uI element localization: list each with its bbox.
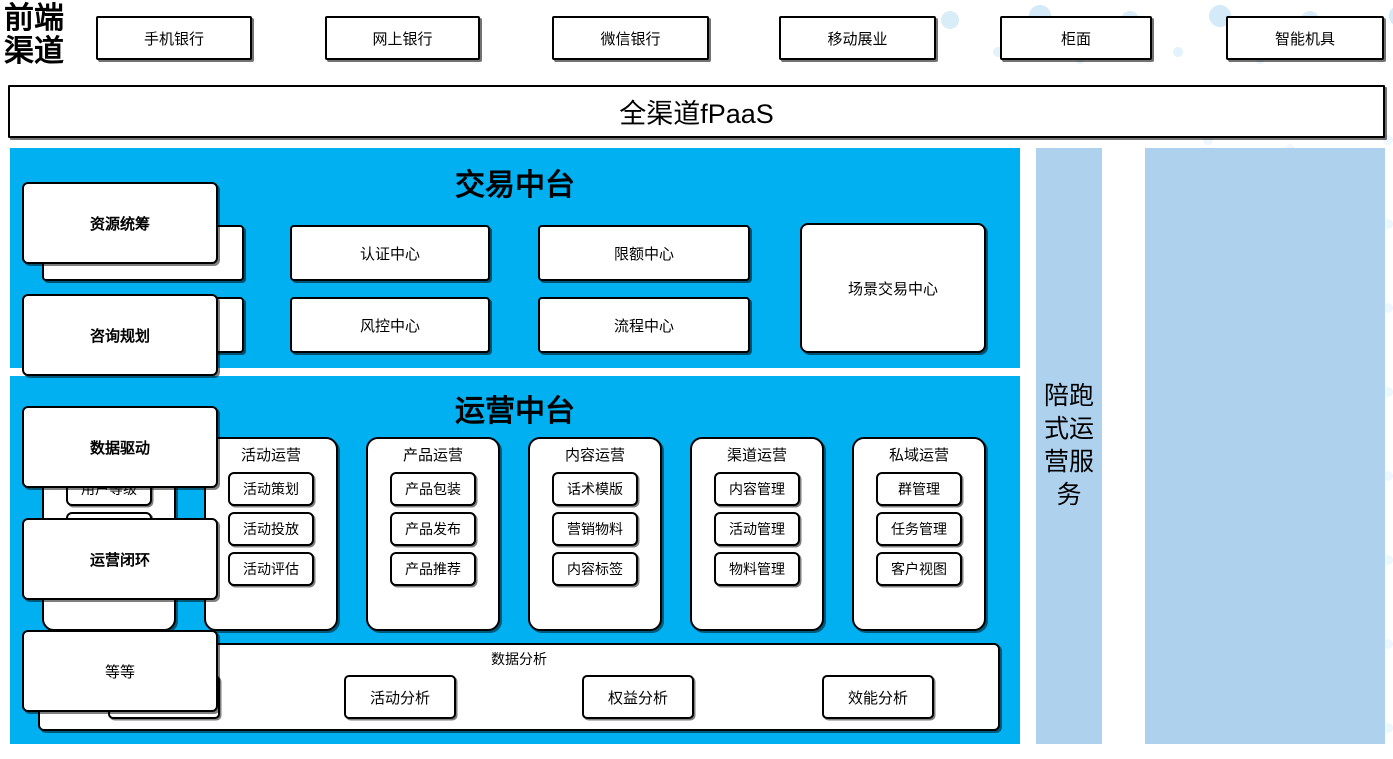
service-card-consulting-planning[interactable]: 咨询规划 — [22, 294, 218, 376]
ops-item[interactable]: 产品推荐 — [390, 552, 476, 586]
channel-box-mobile-bank[interactable]: 手机银行 — [96, 16, 252, 60]
channel-box-online-bank[interactable]: 网上银行 — [325, 16, 480, 60]
analysis-box-campaign[interactable]: 活动分析 — [344, 675, 456, 719]
trade-box-auth-center[interactable]: 认证中心 — [290, 225, 490, 281]
ops-group-channel-operations[interactable]: 渠道运营 内容管理 活动管理 物料管理 — [690, 437, 824, 631]
ops-item[interactable]: 物料管理 — [714, 552, 800, 586]
ops-item[interactable]: 活动管理 — [714, 512, 800, 546]
service-card-resource-coordination[interactable]: 资源统筹 — [22, 182, 218, 264]
service-card-operation-closed-loop[interactable]: 运营闭环 — [22, 518, 218, 600]
ops-item[interactable]: 产品包装 — [390, 472, 476, 506]
accompany-service-strip: 陪跑式运营服务 — [1036, 148, 1102, 744]
ops-item[interactable]: 内容标签 — [552, 552, 638, 586]
ops-group-title: 内容运营 — [564, 447, 625, 464]
channel-box-wechat-bank[interactable]: 微信银行 — [552, 16, 709, 60]
ops-group-campaign-operations[interactable]: 活动运营 活动策划 活动投放 活动评估 — [204, 437, 338, 631]
ops-group-private-domain-operations[interactable]: 私域运营 群管理 任务管理 客户视图 — [852, 437, 986, 631]
services-panel — [1145, 148, 1385, 744]
trade-box-limit-center[interactable]: 限额中心 — [538, 225, 750, 281]
analysis-box-efficiency[interactable]: 效能分析 — [822, 675, 934, 719]
ops-item[interactable]: 内容管理 — [714, 472, 800, 506]
ops-item[interactable]: 活动策划 — [228, 472, 314, 506]
ops-group-content-operations[interactable]: 内容运营 话术模版 营销物料 内容标签 — [528, 437, 662, 631]
ops-item[interactable]: 客户视图 — [876, 552, 962, 586]
trade-box-risk-center[interactable]: 风控中心 — [290, 297, 490, 353]
ops-item[interactable]: 营销物料 — [552, 512, 638, 546]
ops-item[interactable]: 活动投放 — [228, 512, 314, 546]
channel-box-mobile-field[interactable]: 移动展业 — [779, 16, 936, 60]
analysis-box-benefit[interactable]: 权益分析 — [582, 675, 694, 719]
ops-group-title: 产品运营 — [402, 447, 463, 464]
ops-item[interactable]: 任务管理 — [876, 512, 962, 546]
frontend-channel-label: 前端 渠道 — [4, 2, 64, 68]
ops-center-title: 运营中台 — [455, 395, 575, 428]
ops-item[interactable]: 群管理 — [876, 472, 962, 506]
accompany-service-label: 陪跑式运营服务 — [1043, 382, 1094, 509]
ops-item[interactable]: 活动评估 — [228, 552, 314, 586]
channel-box-counter[interactable]: 柜面 — [1000, 16, 1152, 60]
ops-group-title: 活动运营 — [240, 447, 301, 464]
trade-center-title: 交易中台 — [455, 169, 575, 202]
fpaas-bar[interactable]: 全渠道fPaaS — [8, 85, 1385, 138]
service-card-etc[interactable]: 等等 — [22, 630, 218, 712]
trade-box-process-center[interactable]: 流程中心 — [538, 297, 750, 353]
data-analysis-title: 数据分析 — [491, 651, 547, 667]
ops-item[interactable]: 话术模版 — [552, 472, 638, 506]
ops-group-title: 私域运营 — [888, 447, 949, 464]
service-card-data-driven[interactable]: 数据驱动 — [22, 406, 218, 488]
ops-group-title: 渠道运营 — [726, 447, 787, 464]
trade-box-scene-transaction-center[interactable]: 场景交易中心 — [800, 223, 986, 353]
channel-box-smart-machine[interactable]: 智能机具 — [1226, 16, 1384, 60]
ops-item[interactable]: 产品发布 — [390, 512, 476, 546]
ops-group-product-operations[interactable]: 产品运营 产品包装 产品发布 产品推荐 — [366, 437, 500, 631]
